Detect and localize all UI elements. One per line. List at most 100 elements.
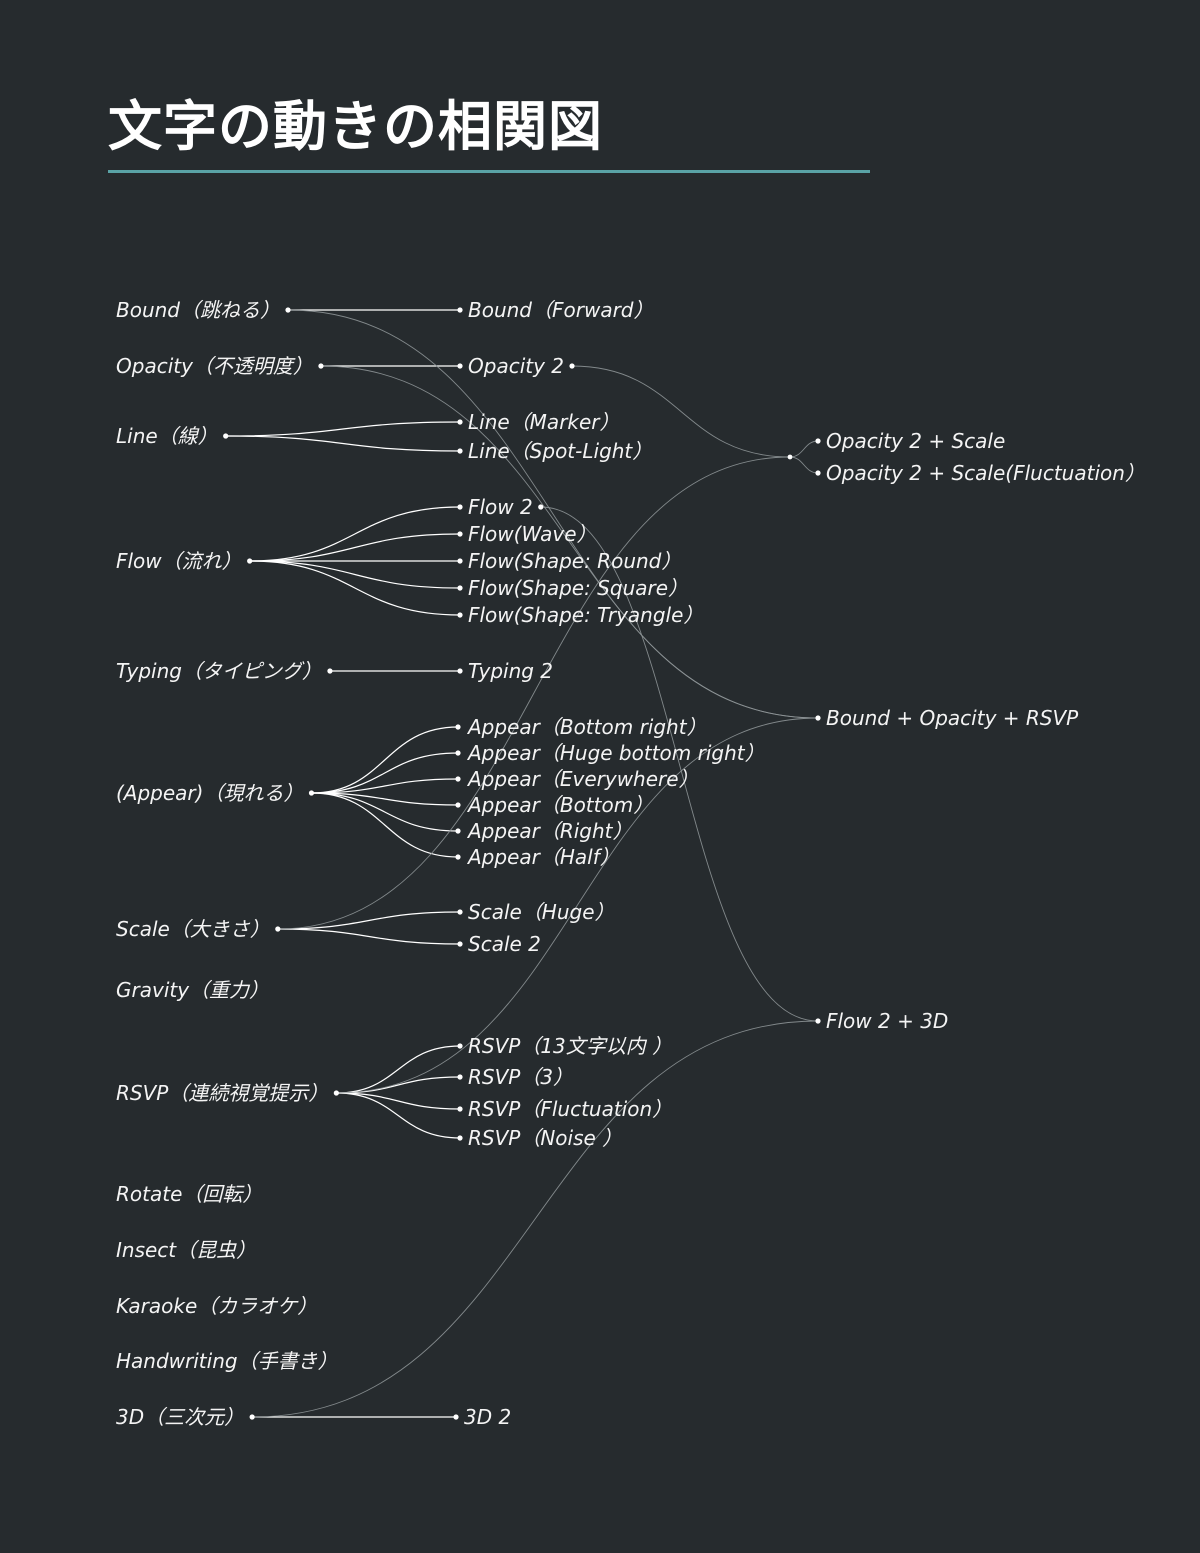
node-flow2: Flow 2: [468, 495, 533, 519]
node-karaoke: Karaoke（カラオケ）: [116, 1294, 317, 1318]
connector-dot: [569, 363, 575, 369]
connector-dot: [223, 433, 229, 439]
connector-dot: [455, 776, 461, 782]
combination-edge: [572, 365, 791, 458]
connector-dot: [308, 790, 315, 796]
node-ap-br: Appear（Bottom right）: [466, 715, 707, 739]
connector-dot: [455, 724, 461, 730]
connector-dot: [815, 470, 821, 476]
connector-dot: [457, 941, 463, 947]
combination-edge: [320, 365, 819, 719]
node-ap-ev: Appear（Everywhere）: [466, 767, 699, 791]
node-flow-tri: Flow(Shape: Tryangle）: [468, 603, 703, 627]
branch-edge: [336, 1045, 461, 1094]
connector-dot: [457, 909, 463, 915]
connector-dot: [455, 854, 461, 860]
node-ap-h: Appear（Half）: [466, 845, 620, 869]
combination-edge: [252, 1020, 819, 1418]
node-bound-fwd: Bound（Forward）: [468, 298, 654, 322]
branch-edge: [225, 435, 461, 452]
connector-dot: [538, 504, 544, 510]
branch-edge: [277, 911, 461, 930]
combination-edge: [336, 717, 819, 1094]
connector-dot: [275, 926, 281, 932]
connector-dot: [318, 363, 324, 369]
node-insect: Insect（昆虫）: [116, 1238, 256, 1262]
node-flow-round: Flow(Shape: Round）: [468, 549, 681, 573]
combination-hub-dot: [787, 454, 793, 460]
connector-dot: [333, 1090, 339, 1096]
branch-edge: [311, 778, 459, 794]
connector-dot: [815, 715, 821, 721]
node-rsvp-3: RSVP（3）: [468, 1065, 573, 1089]
connector-dot: [455, 750, 461, 756]
node-bor: Bound + Opacity + RSVP: [826, 706, 1079, 730]
branch-edge: [225, 421, 461, 437]
branch-edge: [249, 560, 461, 589]
connector-dot: [457, 1043, 463, 1049]
branch-edge: [249, 533, 461, 562]
node-flow-square: Flow(Shape: Square）: [468, 576, 688, 600]
node-ap-b: Appear（Bottom）: [466, 793, 653, 817]
connector-dot: [815, 1018, 821, 1024]
node-flow-wave: Flow(Wave）: [468, 522, 597, 546]
combination-edge: [277, 456, 791, 930]
branch-edge: [277, 928, 461, 945]
node-appear: (Appear)（現れる）: [116, 781, 303, 805]
node-typing: Typing（タイピング）: [116, 659, 322, 683]
node-ap-r: Appear（Right）: [466, 819, 633, 843]
node-gravity: Gravity（重力）: [116, 978, 269, 1002]
node-line: Line（線）: [116, 424, 218, 448]
branch-edge: [311, 792, 459, 858]
connector-dot: [455, 828, 461, 834]
connector-dot: [457, 1106, 463, 1112]
combination-edge: [789, 456, 819, 474]
node-scale-huge: Scale（Huge）: [468, 900, 615, 924]
connector-dot: [457, 558, 463, 564]
combination-edge: [540, 506, 819, 1022]
page-title: 文字の動きの相関図: [108, 95, 603, 158]
combination-edge: [789, 440, 819, 458]
connector-dot: [247, 558, 253, 564]
connector-dot: [457, 504, 463, 510]
node-typing2: Typing 2: [468, 659, 553, 683]
node-rsvp-13: RSVP（13文字以内 ）: [468, 1034, 672, 1058]
connector-dot: [457, 585, 463, 591]
node-flow3d: Flow 2 + 3D: [826, 1009, 948, 1033]
connector-dot: [453, 1414, 459, 1420]
node-rsvp-fl: RSVP（Fluctuation）: [468, 1097, 672, 1121]
node-op-scale: Opacity 2 + Scale: [826, 429, 1005, 453]
branch-edge: [336, 1076, 461, 1094]
branch-edge: [249, 506, 461, 562]
node-opacity: Opacity（不透明度）: [116, 354, 313, 378]
connector-dot: [455, 802, 461, 808]
node-flow: Flow（流れ）: [116, 549, 242, 573]
node-line-spot: Line（Spot-Light）: [468, 439, 652, 463]
node-opacity2: Opacity 2: [468, 354, 564, 378]
node-line-marker: Line（Marker）: [468, 410, 620, 434]
node-rotate: Rotate（回転）: [116, 1182, 262, 1206]
branch-edge: [311, 792, 459, 832]
branch-edge: [311, 752, 459, 794]
node-threed: 3D（三次元）: [116, 1405, 244, 1429]
connector-dot: [815, 438, 821, 444]
node-threed2: 3D 2: [464, 1405, 511, 1429]
node-rsvp-noise: RSVP（Noise ）: [468, 1126, 622, 1150]
branch-edge: [336, 1092, 461, 1139]
connector-dot: [457, 612, 463, 618]
node-scale: Scale（大きさ）: [116, 917, 270, 941]
connector-dot: [457, 668, 463, 674]
connector-dot: [457, 448, 463, 454]
title-underline: [108, 170, 870, 173]
connector-dot: [457, 363, 463, 369]
node-ap-hbr: Appear（Huge bottom right）: [466, 741, 765, 765]
branch-edge: [311, 792, 459, 806]
connector-dot: [457, 419, 463, 425]
branch-edge: [249, 560, 461, 616]
node-op-scale-fl: Opacity 2 + Scale(Fluctuation）: [826, 461, 1145, 485]
connector-dot: [327, 668, 333, 674]
connector-dot: [457, 1135, 463, 1141]
connector-dot: [457, 531, 463, 537]
branch-edge: [311, 726, 459, 794]
